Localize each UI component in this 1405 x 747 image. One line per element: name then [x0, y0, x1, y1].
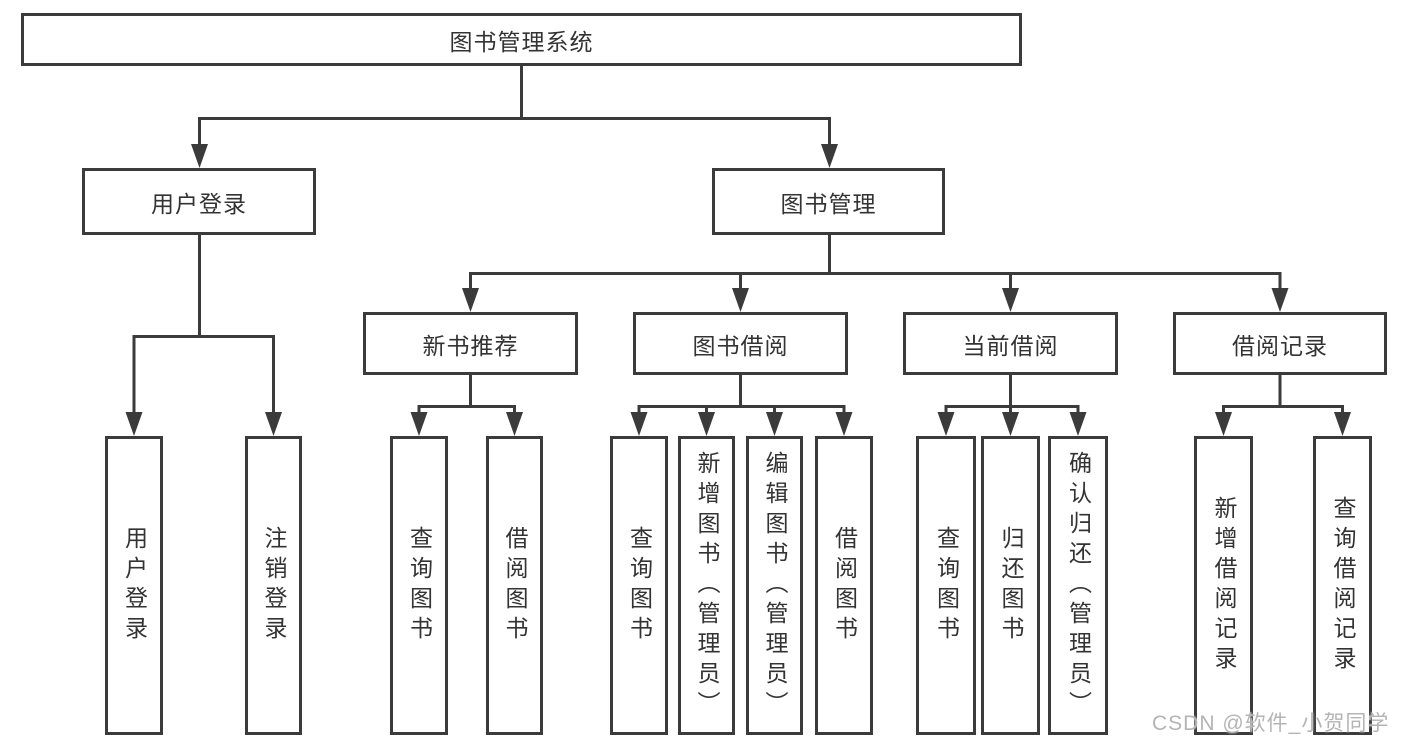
connector-root: [198, 66, 831, 146]
leaf-return-book-label: 归还图书: [998, 525, 1024, 646]
node-book-borrow: 图书借阅: [633, 312, 848, 375]
node-current-borrow: 当前借阅: [903, 312, 1118, 375]
node-user-login-label: 用户登录: [151, 190, 247, 217]
node-new-book-recommend: 新书推荐: [363, 312, 578, 375]
node-book-borrow-label: 图书借阅: [692, 332, 789, 359]
node-new-book-recommend-label: 新书推荐: [422, 332, 519, 359]
leaf-return-book: 归还图书: [981, 436, 1040, 735]
arrowheads: [125, 144, 1351, 436]
leaf-logout-label: 注销登录: [261, 525, 287, 646]
node-borrow-records: 借阅记录: [1173, 312, 1387, 375]
node-current-borrow-label: 当前借阅: [962, 332, 1059, 359]
node-root: 图书管理系统: [21, 13, 1022, 66]
leaf-add-book-admin-label: 新增图书（管理员）: [694, 450, 720, 721]
leaf-user-login-label: 用户登录: [121, 525, 148, 646]
leaf-query-book-recommend: 查询图书: [390, 436, 448, 735]
leaf-logout: 注销登录: [245, 436, 302, 735]
leaf-query-book-current: 查询图书: [916, 436, 976, 735]
node-book-mgmt: 图书管理: [712, 168, 945, 235]
node-root-label: 图书管理系统: [449, 28, 594, 55]
leaf-query-book-borrow-label: 查询图书: [626, 525, 653, 646]
leaf-edit-book-admin: 编辑图书（管理员）: [746, 436, 803, 735]
leaf-query-book-borrow: 查询图书: [610, 436, 668, 735]
leaf-borrow-book-recommend-label: 借阅图书: [502, 525, 528, 646]
connector-current-borrow: [944, 375, 1080, 415]
leaf-borrow-book: 借阅图书: [815, 436, 873, 735]
leaf-add-borrow-record-label: 新增借阅记录: [1211, 495, 1237, 676]
csdn-watermark: CSDN @软件_小贺同学: [1152, 712, 1390, 735]
leaf-add-borrow-record: 新增借阅记录: [1194, 436, 1253, 735]
leaf-confirm-return-admin: 确认归还（管理员）: [1048, 436, 1108, 735]
connector-user-login: [132, 235, 275, 414]
leaf-borrow-book-label: 借阅图书: [831, 525, 858, 646]
node-borrow-records-label: 借阅记录: [1232, 332, 1328, 359]
leaf-query-borrow-record-label: 查询借阅记录: [1330, 495, 1356, 676]
connector-book-borrow: [637, 375, 846, 415]
leaf-add-book-admin: 新增图书（管理员）: [678, 436, 735, 735]
connector-borrow-records: [1222, 375, 1344, 415]
connector-new-book: [417, 375, 516, 415]
node-user-login: 用户登录: [82, 168, 316, 235]
leaf-edit-book-admin-label: 编辑图书（管理员）: [762, 450, 788, 721]
connector-book-mgmt: [469, 235, 1282, 291]
leaf-user-login: 用户登录: [105, 436, 163, 735]
node-book-mgmt-label: 图书管理: [780, 190, 877, 217]
leaf-confirm-return-admin-label: 确认归还（管理员）: [1065, 450, 1092, 721]
leaf-query-book-recommend-label: 查询图书: [406, 525, 433, 646]
leaf-query-borrow-record: 查询借阅记录: [1313, 436, 1372, 735]
leaf-borrow-book-recommend: 借阅图书: [486, 436, 543, 735]
leaf-query-book-current-label: 查询图书: [933, 525, 960, 646]
